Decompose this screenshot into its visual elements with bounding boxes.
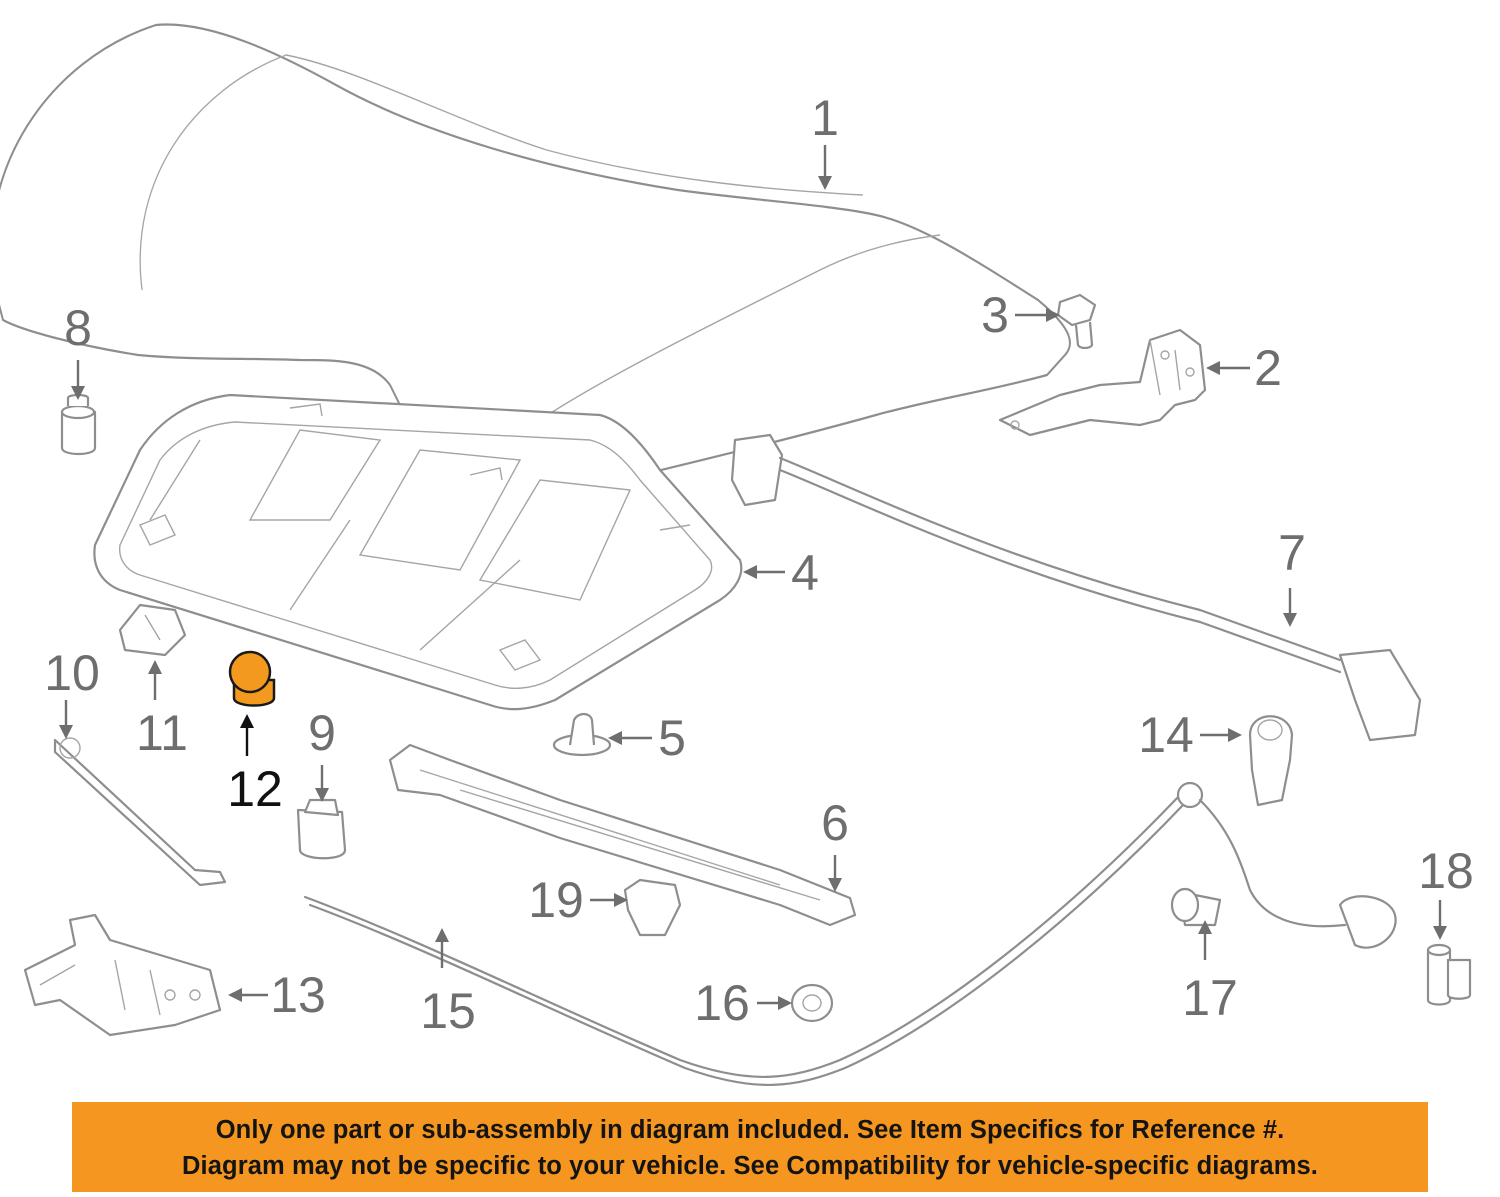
notice-line-1: Only one part or sub-assembly in diagram… <box>215 1116 1285 1144</box>
part-4-hood-insulator <box>93 393 743 711</box>
part-9-bumper <box>296 798 347 860</box>
part-19-clip <box>623 878 682 937</box>
notice-line-2: Diagram may not be specific to your vehi… <box>182 1152 1318 1180</box>
part-13-latch <box>23 913 222 1037</box>
callout-19: 19 <box>528 872 584 928</box>
part-11-clip <box>118 603 187 657</box>
part-16-grommet <box>790 983 834 1023</box>
callout-6: 6 <box>821 795 849 851</box>
part-12-bumper-highlighted <box>228 650 276 707</box>
callout-10: 10 <box>44 645 100 701</box>
callout-14: 14 <box>1138 707 1194 763</box>
callout-4: 4 <box>791 545 819 601</box>
callout-2: 2 <box>1254 340 1282 396</box>
hood-parts-diagram: 1 2 3 4 5 6 7 8 9 10 11 12 13 14 15 16 1… <box>0 23 1474 1087</box>
callout-5: 5 <box>658 710 686 766</box>
callout-13: 13 <box>270 967 326 1023</box>
callout-11: 11 <box>136 705 188 761</box>
callout-labels: 1 2 3 4 5 6 7 8 9 10 11 12 13 14 15 16 1… <box>44 90 1474 1039</box>
callout-8: 8 <box>64 300 92 356</box>
part-2-hinge <box>998 328 1207 437</box>
part-15-release-cable <box>303 781 1397 1087</box>
part-6-seal-strip <box>388 743 857 927</box>
part-8-bumper <box>60 393 97 456</box>
part-14-support <box>1248 715 1294 807</box>
notice-banner: Only one part or sub-assembly in diagram… <box>72 1102 1428 1192</box>
callout-12: 12 <box>227 761 283 817</box>
part-1-hood <box>0 23 1071 497</box>
part-5-clip <box>552 712 612 757</box>
part-10-prop-rod <box>53 737 227 887</box>
callout-7: 7 <box>1278 525 1306 581</box>
callout-1: 1 <box>811 90 839 146</box>
part-7-seal <box>730 433 1422 742</box>
callout-3: 3 <box>981 287 1009 343</box>
callout-17: 17 <box>1182 970 1238 1026</box>
part-18-bumper <box>1426 943 1472 1006</box>
callout-16: 16 <box>694 975 750 1031</box>
callout-arrows <box>59 145 1447 1010</box>
callout-18: 18 <box>1418 843 1474 899</box>
callout-9: 9 <box>308 705 336 761</box>
part-17-grommet <box>1170 887 1222 927</box>
callout-15: 15 <box>420 983 476 1039</box>
